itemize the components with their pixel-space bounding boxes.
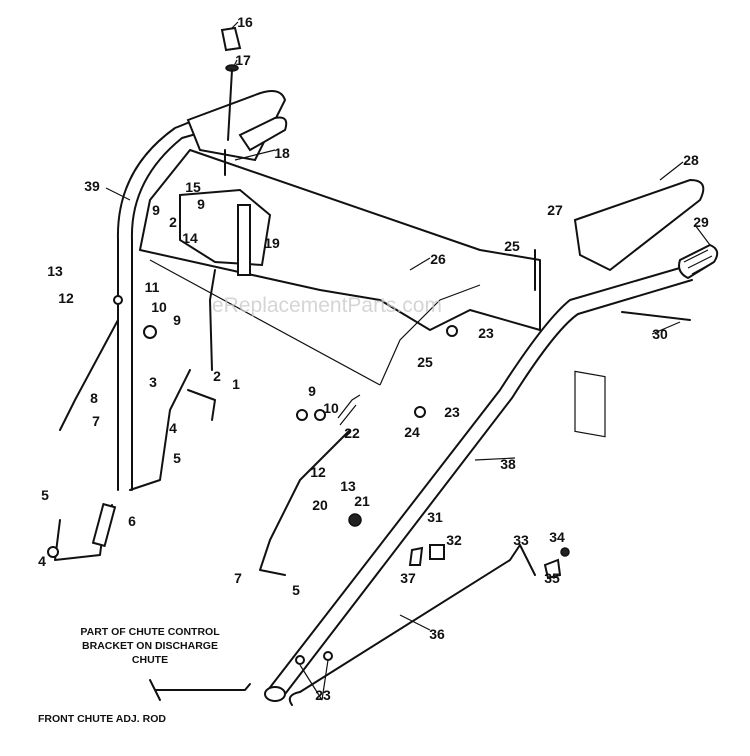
callout-18: 18 xyxy=(274,145,290,161)
callout-3: 3 xyxy=(149,374,157,390)
callout-33: 33 xyxy=(513,532,529,548)
callout-1: 1 xyxy=(232,376,240,392)
left-handle-grip xyxy=(186,26,288,176)
note-line-3: CHUTE xyxy=(132,654,168,666)
callout-22: 22 xyxy=(344,425,360,441)
callout-32: 32 xyxy=(446,532,462,548)
control-panel xyxy=(139,149,606,438)
callout-9: 9 xyxy=(152,202,160,218)
callout-2: 2 xyxy=(169,214,177,230)
note-line-1: PART OF CHUTE CONTROL xyxy=(80,626,220,638)
callout-28: 28 xyxy=(683,152,699,168)
callout-17: 17 xyxy=(235,52,251,68)
callout-25: 25 xyxy=(504,238,520,254)
callout-13: 13 xyxy=(47,263,63,279)
callout-31: 31 xyxy=(427,509,443,525)
callout-38: 38 xyxy=(500,456,516,472)
callout-21: 21 xyxy=(354,493,370,509)
callout-25: 25 xyxy=(417,354,433,370)
callout-36: 36 xyxy=(429,626,445,642)
callout-9: 9 xyxy=(308,383,316,399)
callout-24: 24 xyxy=(404,424,420,440)
callout-7: 7 xyxy=(92,413,100,429)
callout-39: 39 xyxy=(84,178,100,194)
callout-30: 30 xyxy=(652,326,668,342)
handle-frame xyxy=(116,121,693,702)
callout-2: 2 xyxy=(213,368,221,384)
leader-lines xyxy=(105,21,711,701)
callout-16: 16 xyxy=(237,14,253,30)
callout-10: 10 xyxy=(323,400,339,416)
callout-23: 23 xyxy=(444,404,460,420)
callout-12: 12 xyxy=(310,464,326,480)
callout-7: 7 xyxy=(234,570,242,586)
callout-15: 15 xyxy=(185,179,201,195)
left-linkage-rods xyxy=(47,295,216,561)
callout-13: 13 xyxy=(340,478,356,494)
callout-10: 10 xyxy=(151,299,167,315)
callout-11: 11 xyxy=(145,279,160,295)
callout-9: 9 xyxy=(197,196,205,212)
chute-adjust-rod xyxy=(149,544,570,706)
callout-6: 6 xyxy=(128,513,136,529)
callout-20: 20 xyxy=(312,497,328,513)
callout-37: 37 xyxy=(400,570,416,586)
callout-34: 34 xyxy=(549,529,565,545)
front-chute-rod-note: FRONT CHUTE ADJ. ROD xyxy=(38,713,166,725)
callout-8: 8 xyxy=(90,390,98,406)
callout-12: 12 xyxy=(58,290,74,306)
watermark: eReplacementParts.com xyxy=(212,294,442,317)
callout-23: 23 xyxy=(478,325,494,341)
callout-19: 19 xyxy=(264,235,280,251)
callout-27: 27 xyxy=(547,202,563,218)
callout-4: 4 xyxy=(38,553,46,569)
callout-4: 4 xyxy=(169,420,177,436)
callout-5: 5 xyxy=(41,487,49,503)
note-line-2: BRACKET ON DISCHARGE xyxy=(82,640,218,652)
callout-9: 9 xyxy=(173,312,181,328)
callout-23: 23 xyxy=(315,687,331,703)
callout-26: 26 xyxy=(430,251,446,267)
center-linkage-rod xyxy=(259,325,458,576)
shift-bracket xyxy=(179,188,272,371)
callout-14: 14 xyxy=(182,230,198,246)
callout-5: 5 xyxy=(173,450,181,466)
callout-29: 29 xyxy=(693,214,709,230)
right-handle-grip xyxy=(534,178,719,321)
callout-35: 35 xyxy=(544,570,560,586)
callout-5: 5 xyxy=(292,582,300,598)
chute-bracket-note: PART OF CHUTE CONTROL BRACKET ON DISCHAR… xyxy=(80,626,220,666)
